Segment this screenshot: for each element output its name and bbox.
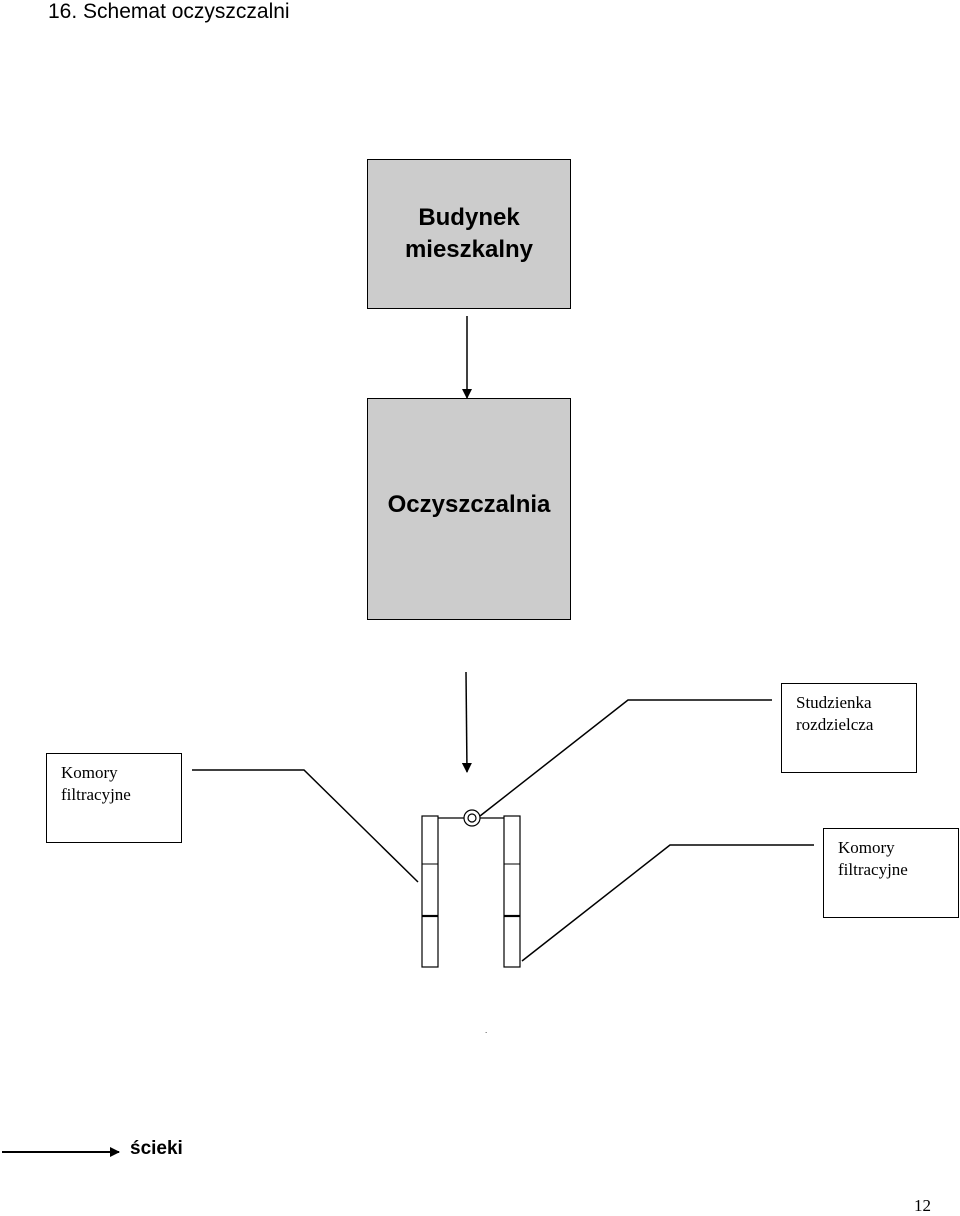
filter-chamber-left-strip — [421, 815, 439, 968]
leader-line-distribution-well — [479, 699, 772, 817]
filter-chambers-left-label-line2: filtracyjne — [61, 785, 131, 804]
building-label-line1: Budynek — [418, 204, 520, 231]
leader-line-filter-chambers-right — [521, 844, 814, 962]
filter-chambers-left-label-line1: Komory — [61, 763, 118, 782]
distribution-well-inner-ring — [467, 813, 477, 823]
distribution-well-label-line2: rozdzielcza — [796, 715, 874, 734]
building-label-line2: mieszkalny — [404, 236, 534, 263]
building-box: Budynek mieszkalny — [367, 159, 571, 309]
distribution-well-callout: Studzienka rozdzielcza — [781, 683, 917, 773]
treatment-plant-box: Oczyszczalnia — [367, 398, 571, 620]
filter-chambers-right-label-line1: Komory — [838, 838, 895, 857]
treatment-plant-label: Oczyszczalnia — [387, 491, 551, 518]
filter-chambers-right-callout: Komory filtracyjne — [823, 828, 959, 918]
legend-sewage-label: ścieki — [130, 1138, 183, 1159]
filter-chambers-left-callout: Komory filtracyjne — [46, 753, 182, 843]
page-number: 12 — [914, 1196, 931, 1215]
filter-chamber-right-strip — [503, 815, 521, 968]
filter-chambers-right-label-line2: filtracyjne — [838, 860, 908, 879]
distribution-well-label-line1: Studzienka — [796, 693, 872, 712]
stray-dot: . — [485, 1026, 488, 1035]
leader-line-filter-chambers-left — [192, 769, 419, 883]
flow-arrow-plant-to-well — [461, 671, 472, 773]
page-title: 16. Schemat oczyszczalni — [48, 0, 290, 23]
